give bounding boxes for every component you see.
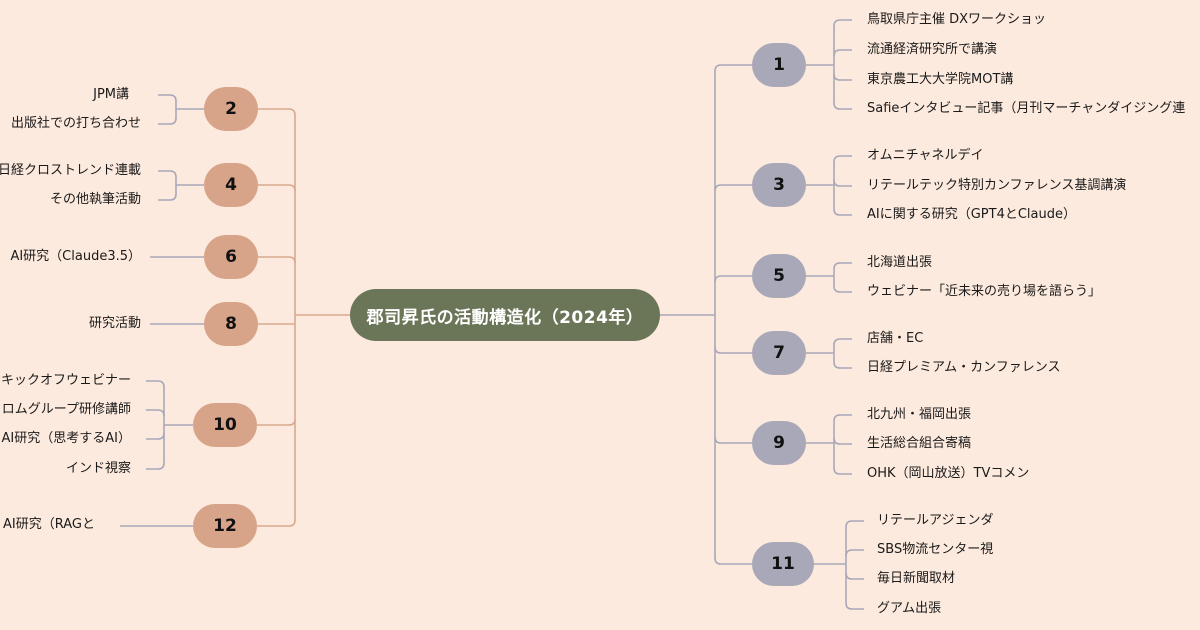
right-fork-11-leaf-1 — [845, 549, 864, 557]
right-branch-connector-0 — [714, 64, 752, 72]
leaf-10-3: AI研究（思考するAI） — [1, 431, 131, 446]
right-branch-connector-5 — [714, 557, 752, 565]
right-fork-1-leaf-3 — [833, 102, 852, 110]
right-fork-9-leaf-0 — [833, 414, 852, 422]
right-fork-3-leaf-1 — [833, 179, 852, 187]
right-fork-1-leaf-2 — [833, 73, 852, 81]
leaf-4-1: 日経クロストレンド連載 — [0, 163, 141, 178]
left-branch-connector-2 — [258, 256, 296, 264]
leaf-2-1: JPM講 — [93, 87, 129, 102]
right-fork-1-leaf-1 — [833, 49, 852, 57]
branch-node-9[interactable]: 9 — [752, 421, 806, 465]
left-fork-2-leaf-1 — [158, 117, 177, 125]
right-branch-connector-1 — [714, 184, 752, 192]
leaf-11-2: SBS物流センター視 — [877, 542, 994, 557]
left-fork-10-leaf-1 — [146, 409, 165, 417]
branch-node-8[interactable]: 8 — [204, 302, 258, 346]
left-fork-2-leaf-0 — [158, 94, 177, 102]
right-fork-7-leaf-0 — [833, 338, 852, 346]
right-fork-5-leaf-1 — [833, 285, 852, 293]
left-branch-connector-4 — [257, 418, 296, 426]
left-fork-10-leaf-0 — [146, 380, 165, 388]
leaf-6-1: AI研究（Claude3.5） — [10, 249, 141, 264]
left-branch-connector-5 — [257, 519, 296, 527]
leaf-1-3: 東京農工大大学院MOT講 — [867, 72, 1014, 87]
right-fork-5-leaf-0 — [833, 262, 852, 270]
right-fork-11-leaf-0 — [845, 520, 864, 528]
leaf-10-4: インド視察 — [65, 461, 131, 476]
branch-node-1[interactable]: 1 — [752, 43, 806, 87]
leaf-3-3: AIに関する研究（GPT4とClaude） — [867, 207, 1076, 222]
leaf-9-3: OHK（岡山放送）TVコメン — [867, 466, 1030, 481]
leaf-7-1: 店舗・EC — [867, 331, 924, 346]
leaf-8-1: 研究活動 — [88, 316, 141, 331]
leaf-9-1: 北九州・福岡出張 — [867, 407, 972, 422]
right-branch-connector-3 — [714, 346, 752, 354]
right-fork-11-leaf-3 — [845, 602, 864, 610]
leaf-12-1: AI研究（RAGと — [3, 517, 95, 532]
right-branch-connector-2 — [714, 275, 752, 283]
branch-node-2[interactable]: 2 — [204, 87, 258, 131]
leaf-11-4: グアム出張 — [877, 601, 942, 616]
leaf-3-1: オムニチャネルデイ — [867, 148, 984, 163]
right-fork-1-leaf-0 — [833, 19, 852, 27]
leaf-2-2: 出版社での打ち合わせ — [10, 116, 141, 131]
leaf-11-1: リテールアジェンダ — [877, 513, 994, 528]
left-fork-4-leaf-0 — [158, 170, 177, 178]
right-branch-connector-4 — [714, 436, 752, 444]
leaf-3-2: リテールテック特別カンファレンス基調講演 — [867, 178, 1127, 193]
right-fork-3-leaf-0 — [833, 155, 852, 163]
branch-node-5[interactable]: 5 — [752, 254, 806, 298]
leaf-5-2: ウェビナー「近未来の売り場を語らう」 — [867, 284, 1102, 299]
branch-node-12[interactable]: 12 — [193, 504, 257, 548]
right-fork-9-leaf-1 — [833, 437, 852, 445]
right-fork-11-leaf-2 — [845, 572, 864, 580]
left-fork-10-leaf-3 — [146, 462, 165, 470]
right-fork-7-leaf-1 — [833, 361, 852, 369]
leaf-10-1: キックオフウェビナー — [0, 373, 131, 388]
leaf-1-2: 流通経済研究所で講演 — [867, 42, 998, 57]
leaf-7-2: 日経プレミアム・カンファレンス — [867, 360, 1061, 375]
branch-node-7[interactable]: 7 — [752, 331, 806, 375]
branch-node-3[interactable]: 3 — [752, 163, 806, 207]
branch-node-4[interactable]: 4 — [204, 163, 258, 207]
leaf-10-2: ロムグループ研修講師 — [1, 402, 131, 417]
right-fork-3-leaf-2 — [833, 208, 852, 216]
leaf-4-2: その他執筆活動 — [49, 192, 141, 207]
left-fork-10-leaf-2 — [146, 432, 165, 440]
root-node[interactable]: 郡司昇氏の活動構造化（2024年） — [350, 289, 660, 341]
left-fork-4-leaf-1 — [158, 193, 177, 201]
left-branch-connector-0 — [258, 108, 296, 116]
branch-node-10[interactable]: 10 — [193, 403, 257, 447]
branch-node-11[interactable]: 11 — [752, 542, 814, 586]
leaf-11-3: 毎日新聞取材 — [877, 571, 956, 586]
branch-node-6[interactable]: 6 — [204, 235, 258, 279]
leaf-5-1: 北海道出張 — [867, 255, 933, 270]
right-fork-9-leaf-2 — [833, 467, 852, 475]
left-branch-connector-1 — [258, 184, 296, 192]
leaf-1-4: Safieインタビュー記事（月刊マーチャンダイジング連 — [867, 101, 1186, 116]
leaf-9-2: 生活総合組合寄稿 — [867, 436, 972, 451]
leaf-1-1: 鳥取県庁主催 DXワークショッ — [867, 12, 1047, 27]
